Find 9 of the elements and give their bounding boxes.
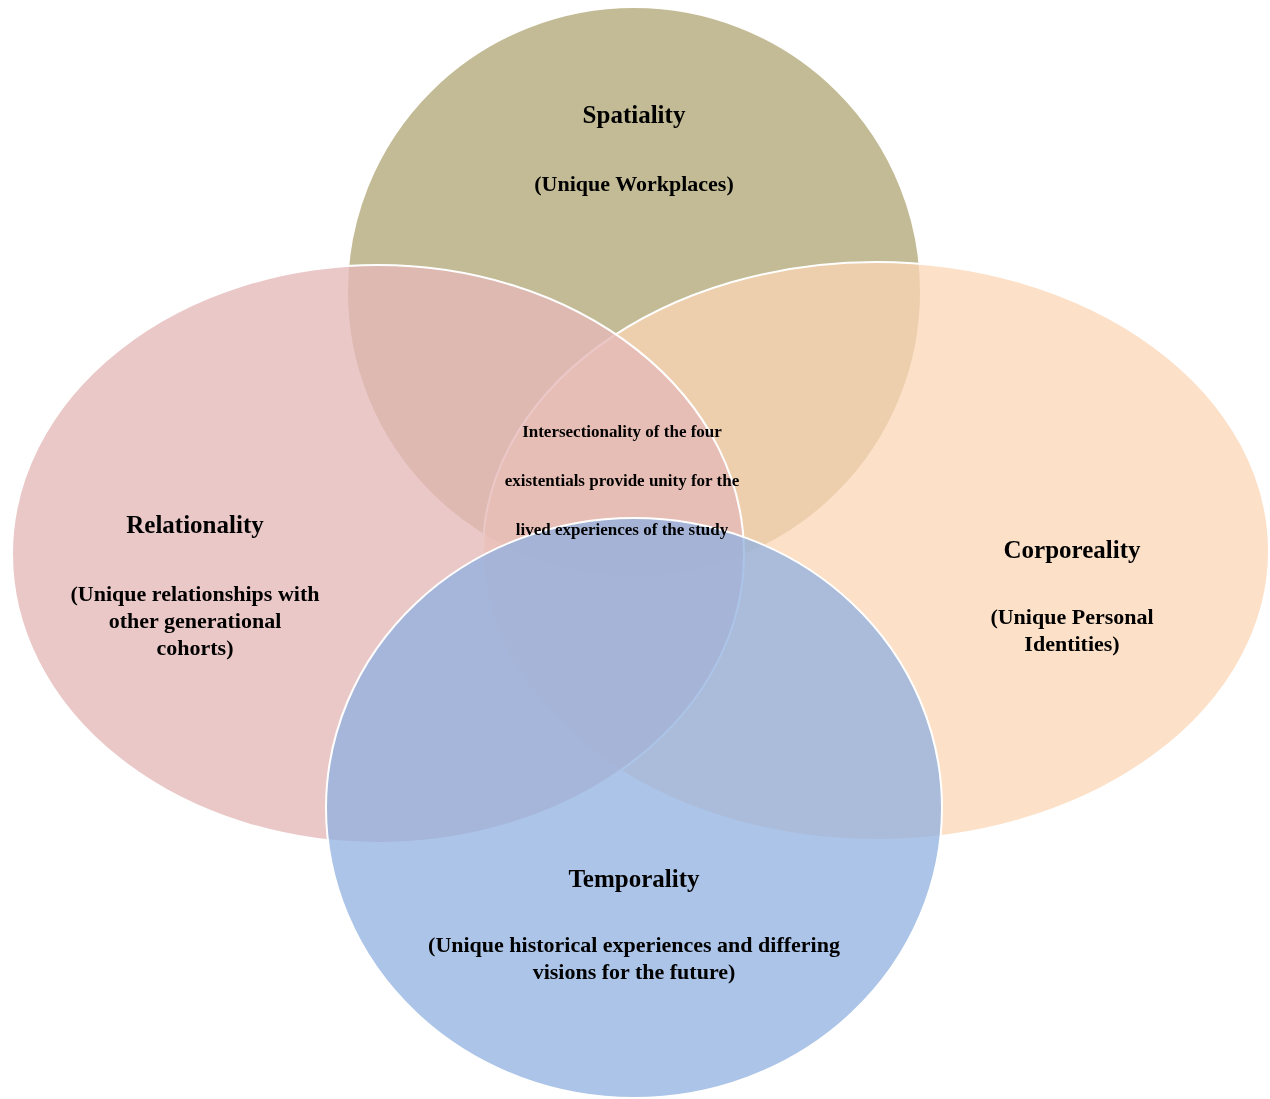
center-note: Intersectionality of the four existentials provide unity for the lived experiences of the study <box>503 421 741 541</box>
circle-description: (Unique Personal Identities) <box>989 603 1155 657</box>
circle-description: (Unique Workplaces) <box>533 170 735 197</box>
circle-description: (Unique historical experiences and differing visions for the future) <box>427 931 841 985</box>
circle-title: Corporeality <box>1002 535 1142 565</box>
circle-title: Temporality <box>567 864 701 894</box>
circle-title: Relationality <box>125 510 265 540</box>
circle-description: (Unique relationships with other generational cohorts) <box>70 580 320 661</box>
circle-title: Spatiality <box>581 100 687 130</box>
